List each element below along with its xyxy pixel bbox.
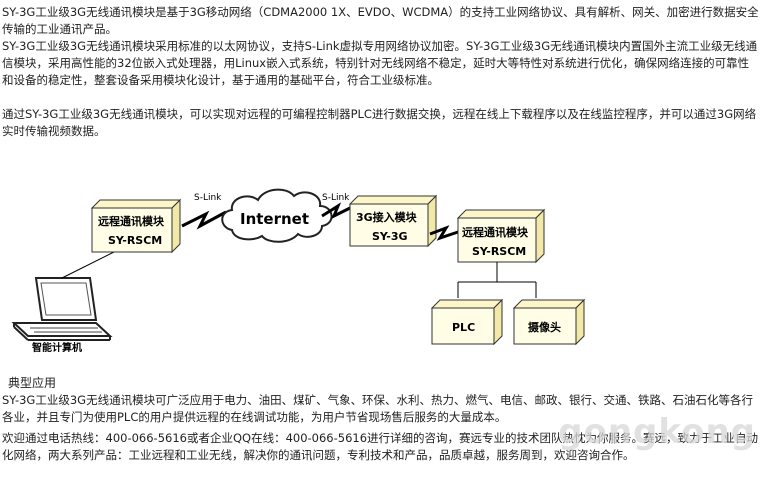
access-module-title: 3G接入模块 <box>356 210 418 224</box>
contact-paragraph: 欢迎通过电话热线：400-066-5616或者企业QQ在线：400-066-56… <box>2 431 759 462</box>
applications-paragraph: SY-3G工业级3G无线通讯模块可广泛应用于电力、油田、煤矿、气象、环保、水利、… <box>2 393 754 424</box>
laptop-icon <box>11 277 113 341</box>
tree-connectors <box>457 262 537 298</box>
internet-label: Internet <box>240 210 309 228</box>
features-paragraph: SY-3G工业级3G无线通讯模块采用标准的以太网协议，支持S-Link虚拟专用网… <box>2 39 758 87</box>
plc-label: PLC <box>452 321 475 334</box>
left-module-subtitle: SY-RSCM <box>108 234 162 247</box>
applications-heading: 典型应用 <box>8 376 57 390</box>
internet-cloud-icon <box>221 188 333 243</box>
left-module-box <box>90 198 182 254</box>
usage-paragraph: 通过SY-3G工业级3G无线通讯模块，可以实现对远程的可编程控制器PLC进行数据… <box>2 107 757 138</box>
camera-box <box>512 298 586 346</box>
camera-label: 摄像头 <box>528 320 561 334</box>
left-slink-label: S-Link <box>194 193 222 203</box>
network-diagram: 智能计算机 远程通讯模块 SY-RSCM S-Link Internet S-L… <box>11 188 586 354</box>
right-slink-label: S-Link <box>322 193 350 203</box>
left-lightning-icon <box>181 210 227 230</box>
right-module-title: 远程通讯模块 <box>462 225 529 239</box>
laptop-label: 智能计算机 <box>32 341 82 354</box>
right-lightning-icon <box>321 202 355 220</box>
right-module-box <box>456 208 546 264</box>
plc-box <box>430 298 504 346</box>
intro-paragraph: SY-3G工业级3G无线通讯模块是基于3G移动网络（CDMA2000 1X、EV… <box>2 5 759 36</box>
middle-lightning-icon <box>429 225 459 241</box>
access-module-subtitle: SY-3G <box>372 230 408 243</box>
connector-line <box>61 249 119 279</box>
right-module-subtitle: SY-RSCM <box>472 245 526 258</box>
left-module-title: 远程通讯模块 <box>98 214 165 228</box>
